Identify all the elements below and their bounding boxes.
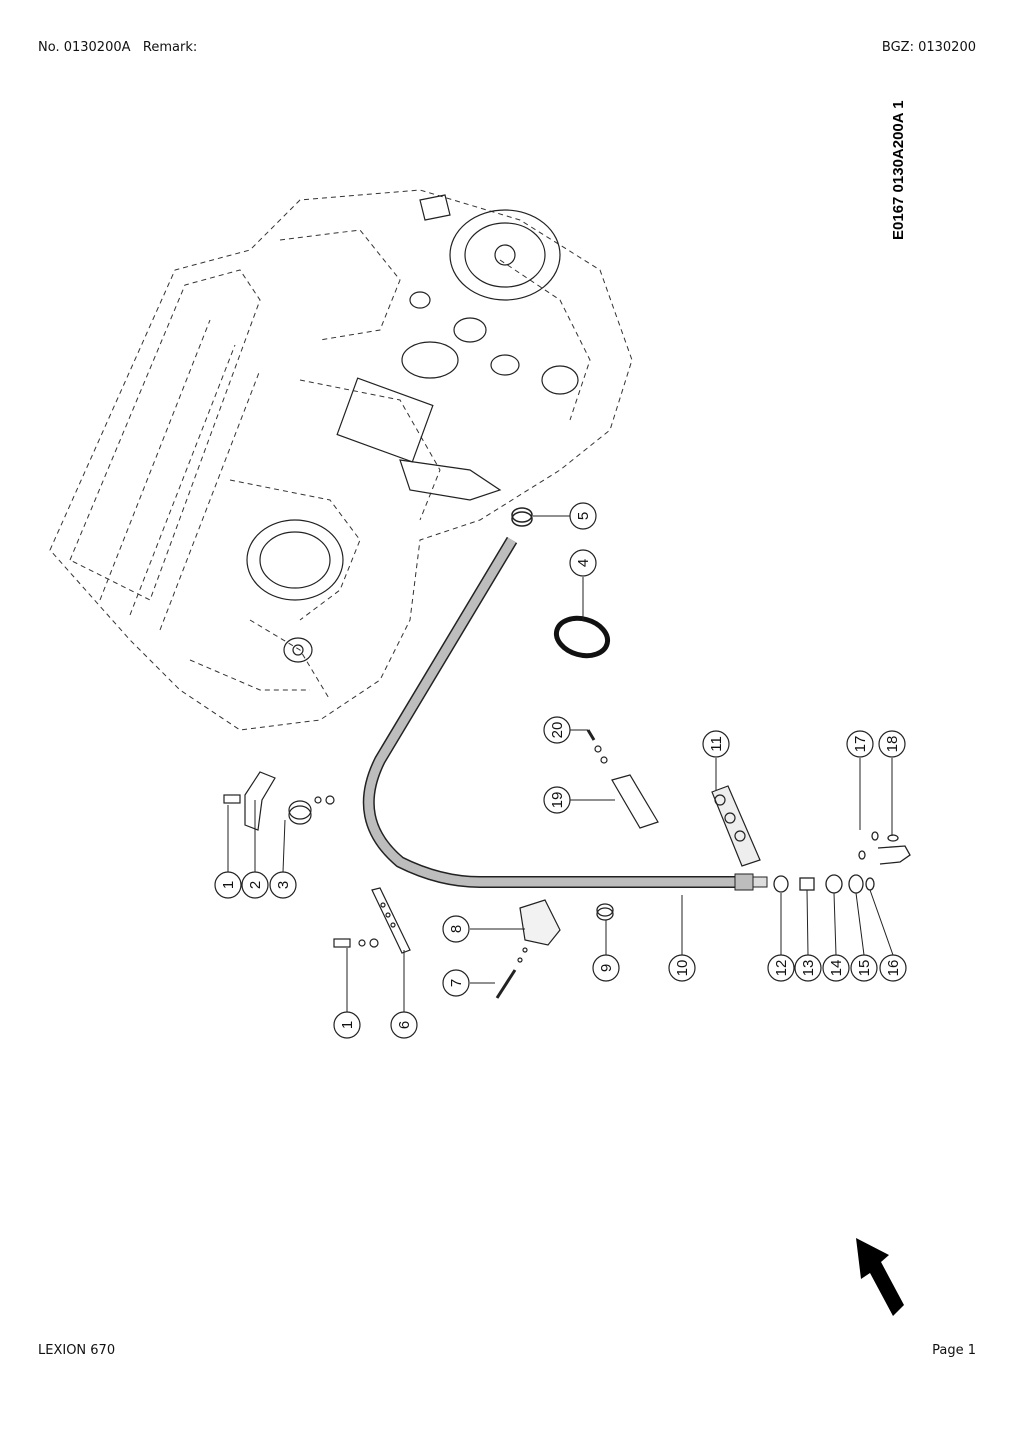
support-bracket-part xyxy=(586,729,659,829)
svg-text:1: 1 xyxy=(220,881,237,889)
leader-lines xyxy=(227,515,894,1012)
svg-text:11: 11 xyxy=(708,736,725,752)
callout-1: 1 xyxy=(214,871,242,899)
bgz-number: BGZ: 0130200 xyxy=(881,40,976,55)
callout-12: 12 xyxy=(767,954,795,982)
callout-15: 15 xyxy=(850,954,878,982)
hose-clamp-part xyxy=(511,507,533,527)
callout-18: 18 xyxy=(878,730,906,758)
svg-text:3: 3 xyxy=(275,881,292,889)
callout-16: 16 xyxy=(879,954,907,982)
callout-14: 14 xyxy=(822,954,850,982)
svg-text:4: 4 xyxy=(575,559,592,567)
svg-text:18: 18 xyxy=(884,736,901,753)
page-number: Page 1 xyxy=(932,1343,976,1358)
callout-7: 7 xyxy=(442,969,470,997)
callout-8: 8 xyxy=(442,915,470,943)
callout-20: 20 xyxy=(543,716,571,744)
callout-4: 4 xyxy=(569,549,597,577)
svg-text:8: 8 xyxy=(448,925,465,933)
callout-9: 9 xyxy=(592,954,620,982)
svg-text:1: 1 xyxy=(339,1021,356,1029)
engine-outline xyxy=(49,189,633,731)
callout-17: 17 xyxy=(846,730,874,758)
callout-circles: 1 2 3 4 5 6 7 8 9 10 11 12 13 14 15 16 1… xyxy=(214,502,907,1039)
compressor xyxy=(246,519,344,663)
fitting-parts xyxy=(773,831,911,894)
svg-text:15: 15 xyxy=(856,960,873,977)
svg-text:7: 7 xyxy=(448,979,465,987)
svg-text:9: 9 xyxy=(598,964,615,972)
callout-2: 2 xyxy=(241,871,269,899)
svg-text:17: 17 xyxy=(852,736,869,753)
svg-text:10: 10 xyxy=(674,960,691,977)
svg-text:12: 12 xyxy=(773,960,790,977)
callout-6: 6 xyxy=(390,1011,418,1039)
number-label: No. 0130200A xyxy=(38,40,131,55)
clamp-block-part xyxy=(495,899,561,999)
callout-13: 13 xyxy=(794,954,822,982)
north-arrow-icon xyxy=(856,1238,904,1316)
bracket-clamp-part xyxy=(223,771,335,831)
o-ring-part xyxy=(553,615,611,659)
small-hose-clamp-part xyxy=(596,903,614,921)
heat-sleeve-part xyxy=(711,785,761,867)
callout-3: 3 xyxy=(269,871,297,899)
svg-text:13: 13 xyxy=(800,960,817,977)
bracket-plate-part xyxy=(333,887,411,954)
svg-text:5: 5 xyxy=(575,512,592,520)
remark-label: Remark: xyxy=(142,40,198,55)
svg-text:20: 20 xyxy=(549,722,566,739)
svg-text:19: 19 xyxy=(549,792,566,809)
callout-11: 11 xyxy=(702,730,730,758)
callout-10: 10 xyxy=(668,954,696,982)
callout-19: 19 xyxy=(543,786,571,814)
callout-1-second: 1 xyxy=(333,1011,361,1039)
machine-model: LEXION 670 xyxy=(38,1343,116,1358)
callout-5: 5 xyxy=(569,502,597,530)
drawing-reference-code: E0167 0130A200A 1 xyxy=(890,100,907,240)
document-number: No. 0130200A Remark: xyxy=(38,40,197,55)
svg-text:14: 14 xyxy=(828,960,845,977)
svg-text:6: 6 xyxy=(396,1021,413,1029)
svg-text:2: 2 xyxy=(247,881,264,889)
upper-components xyxy=(336,194,579,501)
svg-text:16: 16 xyxy=(885,960,902,977)
hose-pipe xyxy=(362,536,768,891)
